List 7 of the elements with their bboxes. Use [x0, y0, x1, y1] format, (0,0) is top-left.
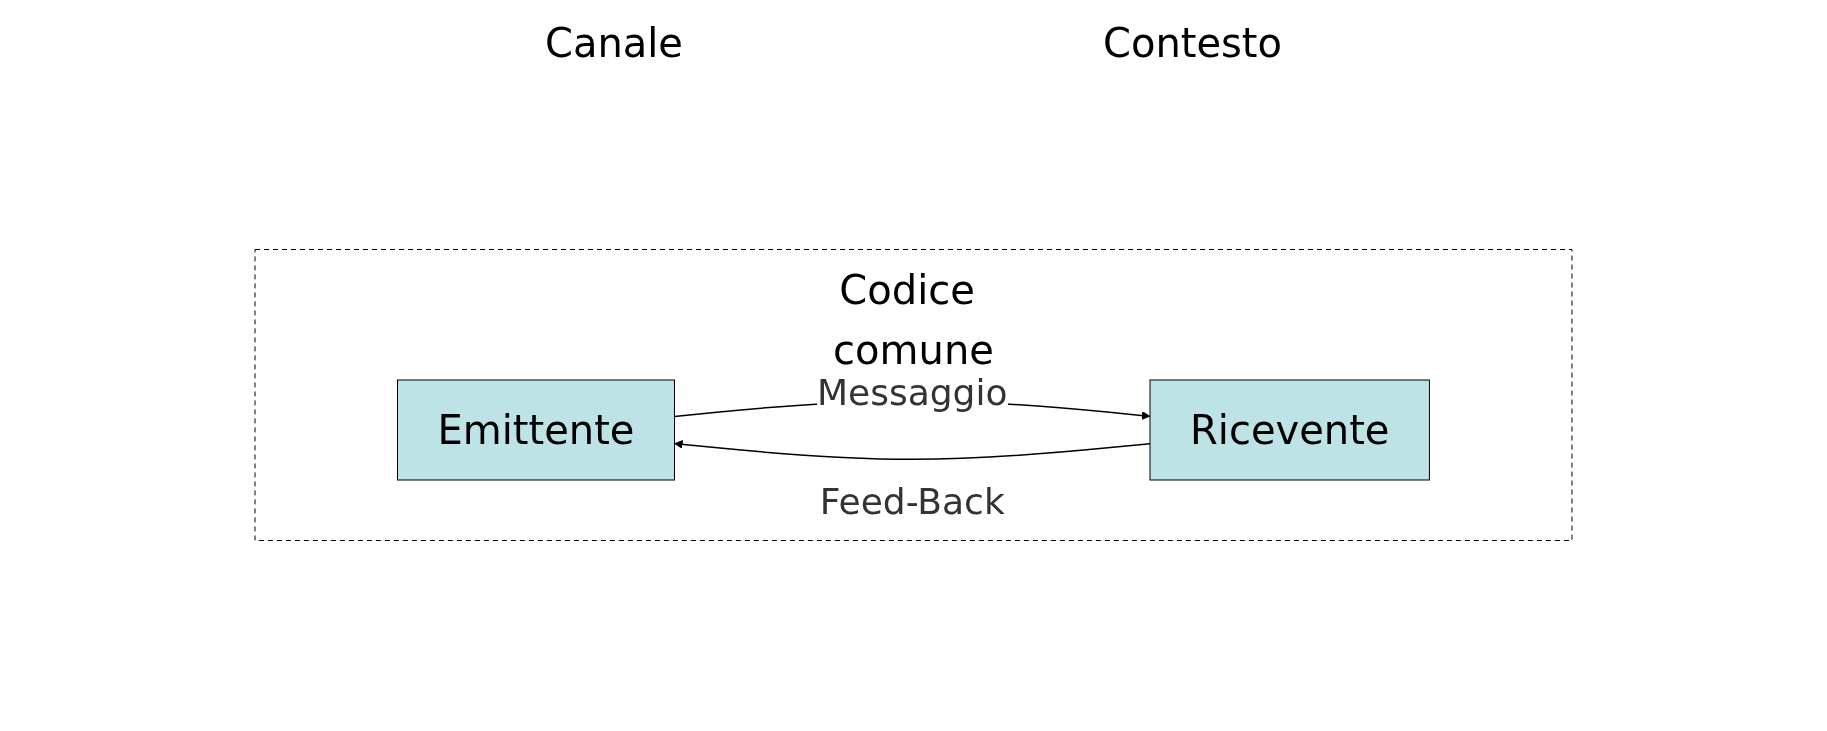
node-box: Emittente — [397, 379, 675, 481]
node-box: Ricevente — [1149, 379, 1430, 481]
label-text: Canale — [544, 20, 683, 68]
arrow — [674, 440, 1151, 461]
label-text: Contesto — [1103, 20, 1283, 68]
edge-label: Messaggio — [817, 372, 1008, 413]
edge-label: Feed-Back — [819, 481, 1005, 522]
